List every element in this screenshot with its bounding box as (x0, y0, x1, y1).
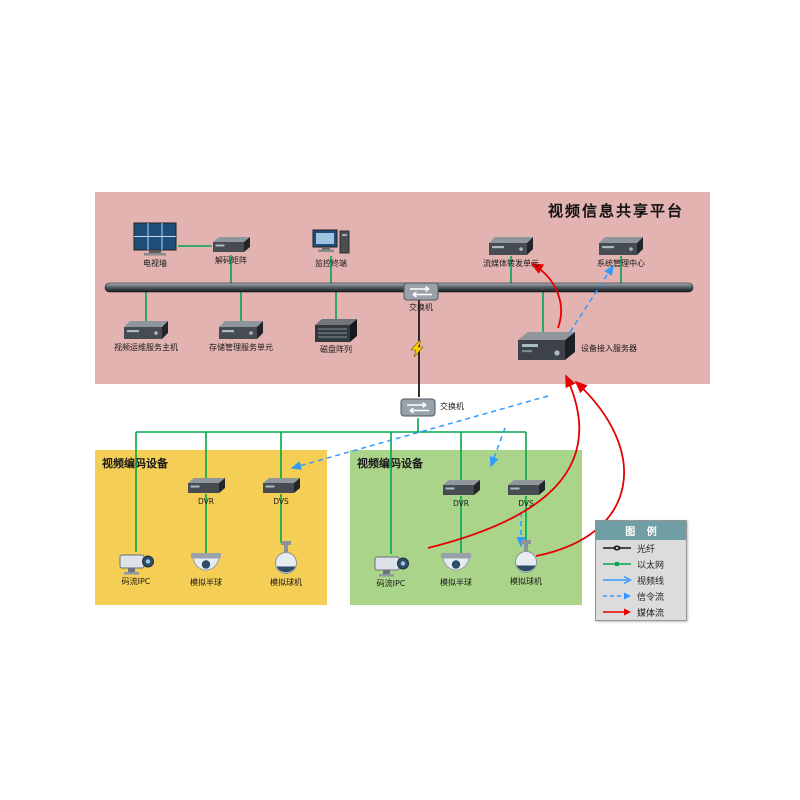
device-label: 视频运维服务主机 (114, 343, 178, 352)
device-label: 模拟球机 (270, 578, 302, 587)
device-label: DVR (198, 497, 214, 506)
device-label: DVS (518, 499, 534, 508)
device-label: 系统管理中心 (597, 259, 645, 268)
decoder-matrix-icon (211, 236, 251, 255)
switch-icon (400, 397, 436, 418)
legend-label: 媒体流 (637, 608, 665, 619)
legend-label: 以太网 (637, 560, 665, 571)
video-ops-host-icon (122, 320, 170, 342)
diagram-title: 视频信息共享平台 (547, 202, 684, 220)
device-label: 磁盘阵列 (320, 345, 352, 354)
switch-icon (403, 281, 439, 302)
legend-item-fiber: 光纤 (596, 540, 686, 556)
access-server-icon (515, 330, 577, 368)
device-video-ops-host: 视频运维服务主机 (114, 320, 178, 353)
dvs-icon (506, 479, 546, 498)
device-label: 设备接入服务器 (581, 343, 637, 353)
device-sys-mgmt: 系统管理中心 (597, 236, 645, 269)
disk-array-icon (313, 317, 359, 344)
monitor-terminal-icon (310, 228, 352, 258)
device-switch-mid: 交换机 (400, 397, 464, 418)
device-label: 流媒体转发单元 (483, 259, 539, 268)
video-line-icon (603, 575, 632, 585)
device-decoder-matrix: 解码矩阵 (211, 236, 251, 266)
device-label: 交换机 (409, 303, 433, 312)
device-label: 模拟半球 (190, 578, 222, 587)
device-label: 模拟球机 (510, 577, 542, 586)
legend: 图 例 光纤 以太网 视频线 (595, 520, 687, 621)
device-label: 码流IPC (121, 577, 151, 586)
device-label: 模拟半球 (440, 578, 472, 587)
device-access-server: 设备接入服务器 (515, 330, 637, 368)
device-dome-right: 模拟半球 (437, 552, 475, 588)
device-label: 存储管理服务单元 (209, 343, 273, 352)
dome-camera-icon (437, 552, 475, 577)
device-label: DVR (453, 499, 469, 508)
encoder-zone-right-title: 视频编码设备 (357, 457, 423, 470)
device-stream-unit: 流媒体转发单元 (483, 236, 539, 269)
media-line-icon (603, 608, 631, 616)
device-tv-wall: 电视墙 (132, 222, 178, 269)
device-ipc-left: 码流IPC (115, 550, 157, 587)
legend-item-media: 媒体流 (596, 604, 686, 620)
ethernet-line-icon (603, 562, 631, 566)
ipc-camera-icon (115, 550, 157, 576)
dvr-icon (441, 479, 481, 498)
stream-unit-icon (487, 236, 535, 258)
legend-label: 视频线 (637, 576, 665, 587)
device-dvs-right: DVS (506, 479, 546, 508)
signal-line-icon (603, 592, 631, 600)
encoder-zone-left: 视频编码设备 (95, 450, 327, 605)
sys-mgmt-icon (597, 236, 645, 258)
device-ball-right: 模拟球机 (510, 540, 542, 587)
device-dvs-left: DVS (261, 477, 301, 506)
dvs-icon (261, 477, 301, 496)
device-label: 交换机 (440, 402, 464, 412)
device-monitor-terminal: 监控终端 (310, 228, 352, 269)
device-dome-left: 模拟半球 (187, 552, 225, 588)
device-storage-mgmt: 存储管理服务单元 (209, 320, 273, 353)
legend-item-video: 视频线 (596, 572, 686, 588)
device-ipc-right: 码流IPC (370, 552, 412, 589)
device-label: DVS (273, 497, 289, 506)
ipc-camera-icon (370, 552, 412, 578)
fiber-line-icon (603, 545, 631, 551)
legend-item-ethernet: 以太网 (596, 556, 686, 572)
legend-label: 光纤 (637, 544, 656, 555)
dome-camera-icon (187, 552, 225, 577)
device-label: 监控终端 (315, 259, 347, 268)
device-label: 码流IPC (376, 579, 406, 588)
device-dvr-left: DVR (186, 477, 226, 506)
dvr-icon (186, 477, 226, 496)
storage-mgmt-icon (217, 320, 265, 342)
legend-label: 信令流 (637, 592, 665, 603)
device-label: 解码矩阵 (215, 256, 247, 265)
legend-title: 图 例 (596, 521, 686, 540)
ball-camera-icon (510, 540, 542, 576)
ball-camera-icon (270, 541, 302, 577)
device-label: 电视墙 (143, 259, 167, 268)
device-switch-top: 交换机 (403, 281, 439, 313)
tv-wall-icon (132, 222, 178, 258)
encoder-zone-left-title: 视频编码设备 (102, 457, 168, 470)
device-dvr-right: DVR (441, 479, 481, 508)
legend-item-signal: 信令流 (596, 588, 686, 604)
device-ball-left: 模拟球机 (270, 541, 302, 588)
device-disk-array: 磁盘阵列 (313, 317, 359, 355)
